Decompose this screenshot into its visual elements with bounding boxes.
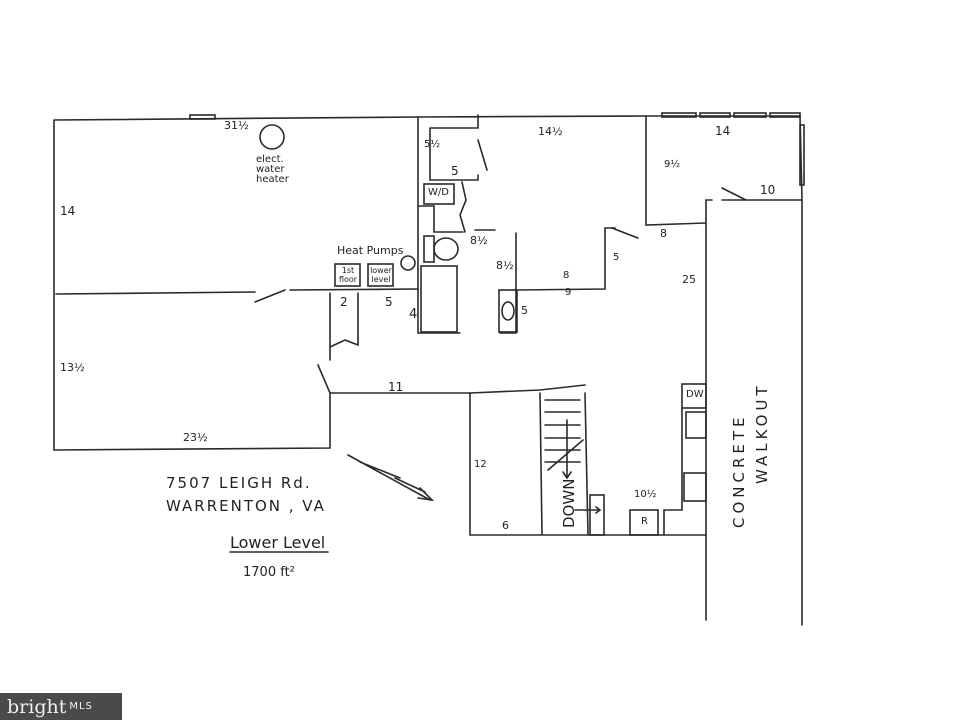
- wd-label: W/D: [428, 187, 449, 198]
- bath-wall: [499, 227, 616, 334]
- toilet-bowl: [433, 237, 459, 261]
- logo-suffix: MLS: [69, 701, 93, 712]
- walkout-label-2: WALKOUT: [753, 382, 771, 484]
- stair-rail: [469, 384, 586, 394]
- dim-kitchen-width: 10½: [634, 489, 657, 500]
- dim-left-upper: 14: [60, 204, 76, 218]
- dim-stair-room-12: 12: [474, 459, 487, 470]
- dw-label: DW: [686, 389, 704, 400]
- stove: [683, 472, 707, 502]
- door-closet: [477, 139, 488, 171]
- wall-divider-left: [55, 288, 419, 295]
- dim-top-left: 31½: [224, 119, 249, 132]
- wall-right-room: [641, 115, 803, 621]
- dim-kitchen-length: 25: [682, 273, 696, 286]
- dim-closet-h: 5½: [424, 139, 441, 150]
- water-heater-circle: [259, 124, 285, 150]
- window-right-side: [799, 124, 805, 186]
- dim-step-5: 5: [613, 252, 620, 263]
- refrigerator: [629, 509, 659, 536]
- dim-bath-4: 4: [409, 307, 418, 322]
- stair-arrow: [562, 419, 572, 480]
- kitchen-sink: [685, 411, 707, 439]
- heat-pump-circle: [400, 255, 416, 271]
- sink: [498, 289, 518, 333]
- down-arrow: [574, 506, 602, 514]
- walkout-label-1: CONCRETE: [730, 413, 748, 528]
- stairs: [544, 399, 584, 471]
- door-right-room: [721, 187, 747, 201]
- refrigerator-label: R: [641, 516, 648, 527]
- dim-bath-h: 8½: [496, 259, 514, 272]
- plan-title: Lower Level: [230, 533, 326, 552]
- wall-left-room: [53, 116, 471, 451]
- window-right-2: [699, 112, 731, 118]
- dim-right-room-h: 9½: [664, 159, 681, 170]
- door-step: [611, 227, 639, 239]
- north-arrow: [347, 454, 435, 502]
- window-right-4: [769, 112, 801, 118]
- door-utility: [329, 339, 359, 348]
- door-left-room: [254, 289, 286, 303]
- pump-lower-label: lower level: [370, 266, 392, 284]
- dim-utility-5: 5: [385, 295, 393, 309]
- toilet-tank: [423, 235, 435, 263]
- dim-step-9: 9: [565, 287, 572, 298]
- pump-1st-label: 1st floor: [338, 266, 358, 284]
- dim-left-lower: 13½: [60, 361, 85, 374]
- window-right-1: [661, 112, 697, 118]
- wall-closet: [417, 114, 643, 181]
- dim-closet-w: 5: [451, 164, 459, 178]
- dim-bottom-left: 23½: [183, 431, 208, 444]
- dishwasher: [681, 383, 707, 409]
- sink-basin: [501, 301, 515, 321]
- dim-sink-5: 5: [521, 304, 528, 317]
- window-top-left: [189, 114, 216, 120]
- door-hall-diag: [317, 364, 331, 394]
- dim-right-room-10: 10: [760, 183, 776, 197]
- dim-step-8: 8: [563, 270, 570, 281]
- bathtub: [420, 265, 458, 333]
- wall-utility: [329, 116, 461, 361]
- window-right-3: [733, 112, 767, 118]
- water-heater-label: elect. water heater: [256, 154, 289, 185]
- heat-pump-1st: [334, 263, 361, 287]
- logo-brand: bright: [7, 695, 67, 718]
- dim-corridor-8: 8: [660, 227, 667, 240]
- dim-utility-2: 2: [340, 295, 348, 309]
- stair-landing: [589, 494, 605, 536]
- dim-hall-11: 11: [388, 380, 404, 394]
- dim-right-room-w: 14: [715, 124, 731, 138]
- wall-stair-room: [469, 392, 707, 536]
- address-line-1: 7507 LEIGH Rd.: [166, 474, 312, 492]
- wall-wd: [417, 205, 496, 233]
- heat-pump-lower: [367, 263, 394, 287]
- address-line-2: WARRENTON , VA: [166, 497, 326, 515]
- dim-middle: 14½: [538, 125, 563, 138]
- dim-stair-room-6: 6: [502, 519, 509, 532]
- bright-mls-logo: bright MLS: [0, 693, 122, 720]
- kitchen-counter: [663, 407, 683, 536]
- washer-dryer: [423, 183, 455, 205]
- plan-area: 1700 ft²: [243, 565, 295, 580]
- heat-pumps-label: Heat Pumps: [337, 244, 404, 257]
- stairs-down-label: DOWN: [560, 478, 578, 528]
- bifold-door: [459, 181, 467, 233]
- dim-hall: 8½: [470, 234, 488, 247]
